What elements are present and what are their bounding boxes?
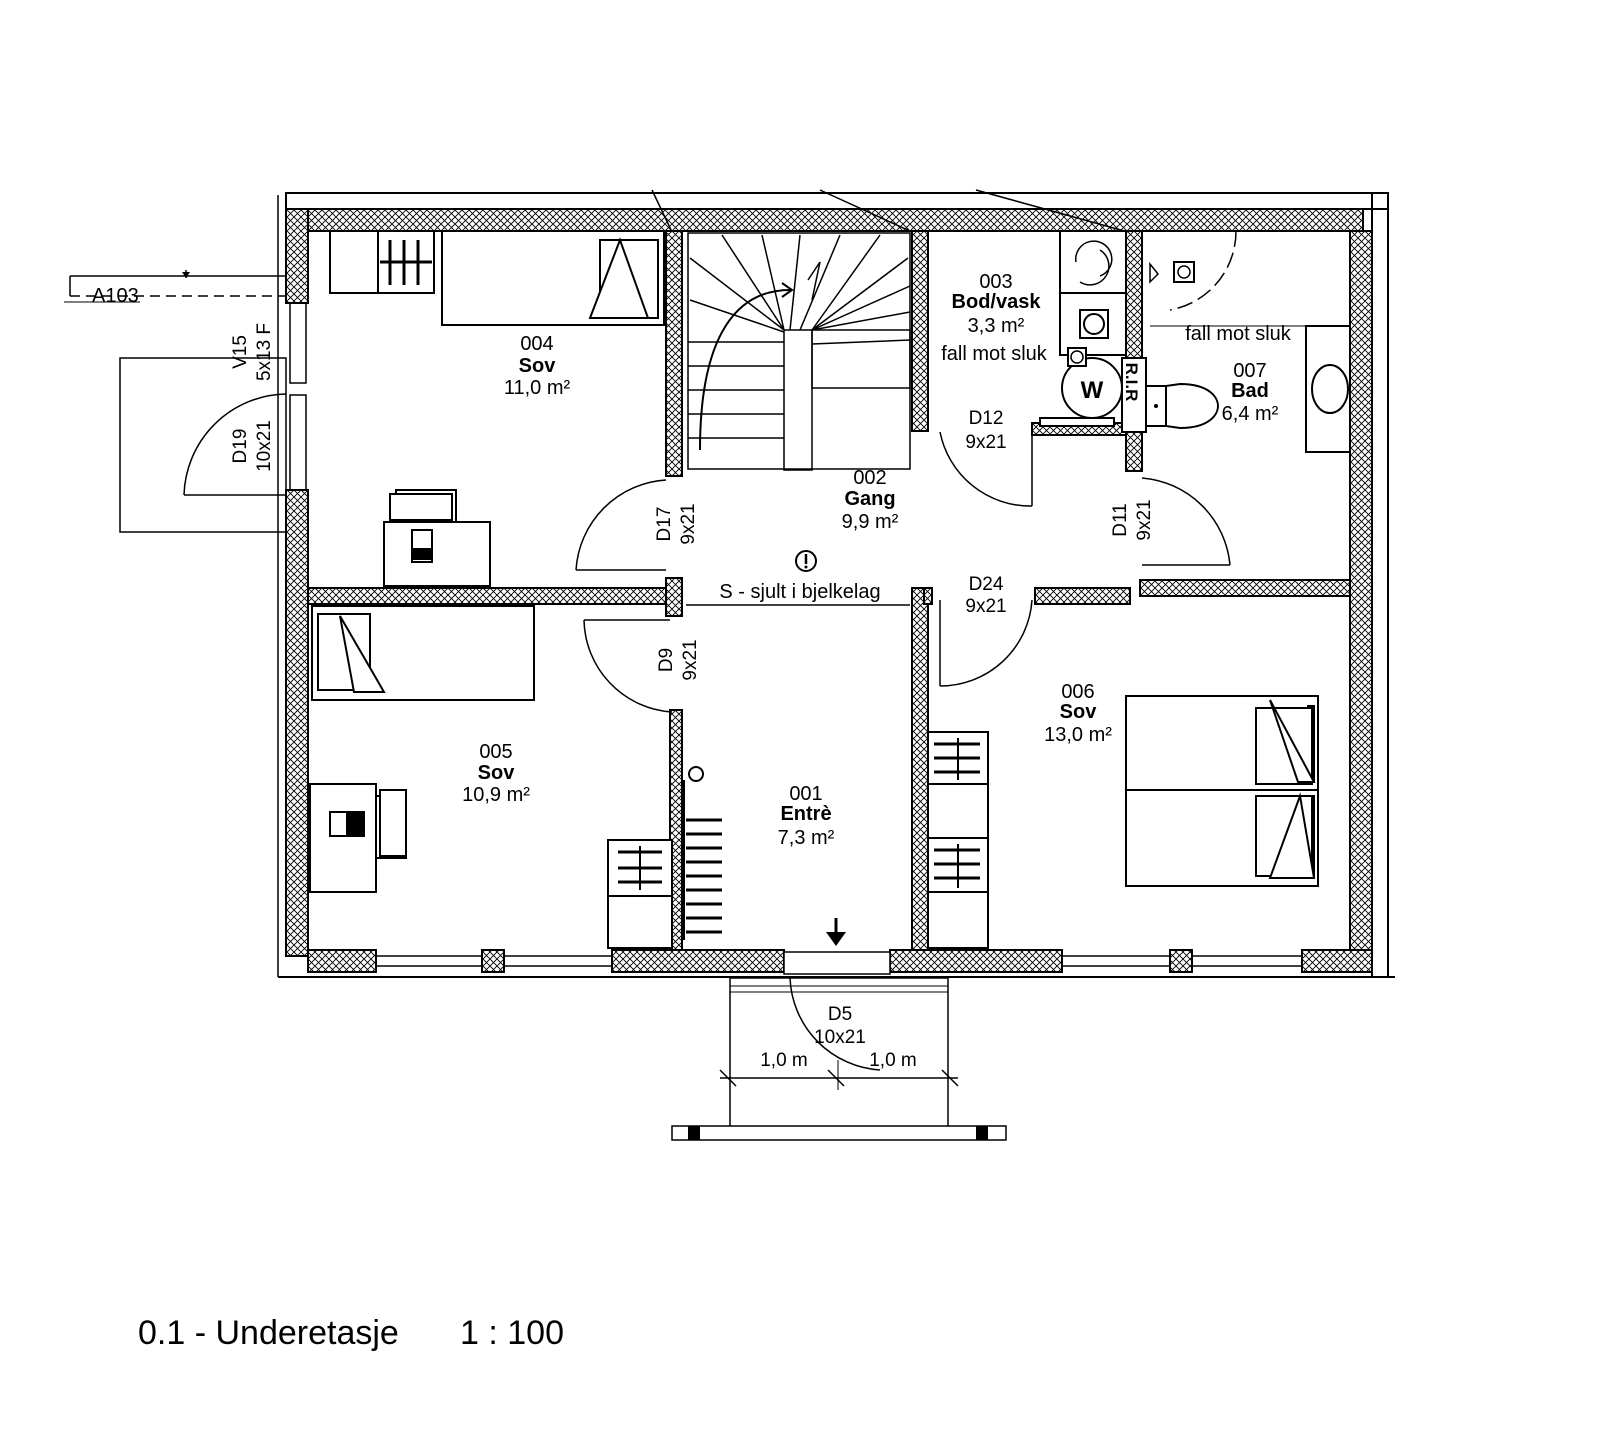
room-005-name: Sov (478, 762, 516, 784)
door-d9-size: 9x21 (680, 639, 701, 680)
door-d9-tag: D9 (656, 648, 677, 672)
note-hidden-pipe: S - sjult i bjelkelag (719, 581, 880, 603)
room-007-number: 007 (1233, 360, 1266, 382)
exterior-walls (285, 208, 1373, 973)
slope-arrows (651, 189, 1129, 233)
door-swings (183, 393, 1231, 1071)
furniture-room-001 (683, 766, 846, 946)
drawing-title: 0.1 - Underetasje (138, 1314, 399, 1352)
room-007-area: 6,4 m² (1222, 403, 1279, 425)
room-005-number: 005 (479, 741, 512, 763)
door-d12-tag: D12 (969, 408, 1004, 429)
door-d24-size: 9x21 (965, 596, 1006, 617)
room-002-number: 002 (853, 467, 886, 489)
note-fall-bod: fall mot sluk (941, 343, 1048, 365)
room-001-number: 001 (789, 783, 822, 805)
furniture-room-006 (927, 695, 1319, 949)
room-001-name: Entrè (780, 803, 831, 825)
room-006-name: Sov (1060, 701, 1098, 723)
room-007-name: Bad (1231, 380, 1269, 402)
entry-landing (671, 977, 1007, 1141)
drawing-scale: 1 : 100 (460, 1314, 564, 1352)
room-004-name: Sov (519, 355, 557, 377)
west-porch (64, 270, 287, 533)
window-v15-tag: V15 (230, 335, 251, 369)
furniture-room-005 (309, 605, 673, 949)
room-003-name: Bod/vask (952, 291, 1042, 313)
door-d19-size: 10x21 (254, 420, 275, 472)
room-003-number: 003 (979, 271, 1012, 293)
door-d11-tag: D11 (1110, 503, 1131, 536)
door-d17-size: 9x21 (678, 503, 699, 544)
door-d5-size: 10x21 (814, 1027, 866, 1048)
room-006-number: 006 (1061, 681, 1094, 703)
door-d17-tag: D17 (654, 507, 675, 542)
staircase (687, 232, 911, 471)
note-fall-bad: fall mot sluk (1185, 323, 1292, 345)
door-d5-tag: D5 (828, 1004, 852, 1025)
note-washer: W (1081, 377, 1104, 404)
note-riser: R.I.R (1122, 363, 1141, 402)
room-004-number: 004 (520, 333, 553, 355)
room-003-area: 3,3 m² (968, 315, 1025, 337)
furniture-room-004 (329, 230, 665, 587)
door-d12-size: 9x21 (965, 432, 1006, 453)
door-d11-size: 9x21 (1134, 499, 1155, 540)
dimension-left: 1,0 m (760, 1050, 808, 1071)
windows (289, 302, 1303, 967)
dimension-right: 1,0 m (869, 1050, 917, 1071)
room-006-area: 13,0 m² (1044, 724, 1112, 746)
room-002-area: 9,9 m² (842, 511, 899, 533)
room-005-area: 10,9 m² (462, 784, 530, 806)
room-002-name: Gang (844, 488, 895, 510)
room-004-area: 11,0 m² (504, 377, 571, 399)
fixtures-bath-utility (686, 230, 1351, 606)
door-d24-tag: D24 (969, 574, 1004, 595)
section-marker: A103 (92, 285, 139, 307)
room-001-area: 7,3 m² (778, 827, 835, 849)
door-d19-tag: D19 (230, 429, 251, 464)
window-v15-size: 5x13 F (254, 323, 275, 381)
